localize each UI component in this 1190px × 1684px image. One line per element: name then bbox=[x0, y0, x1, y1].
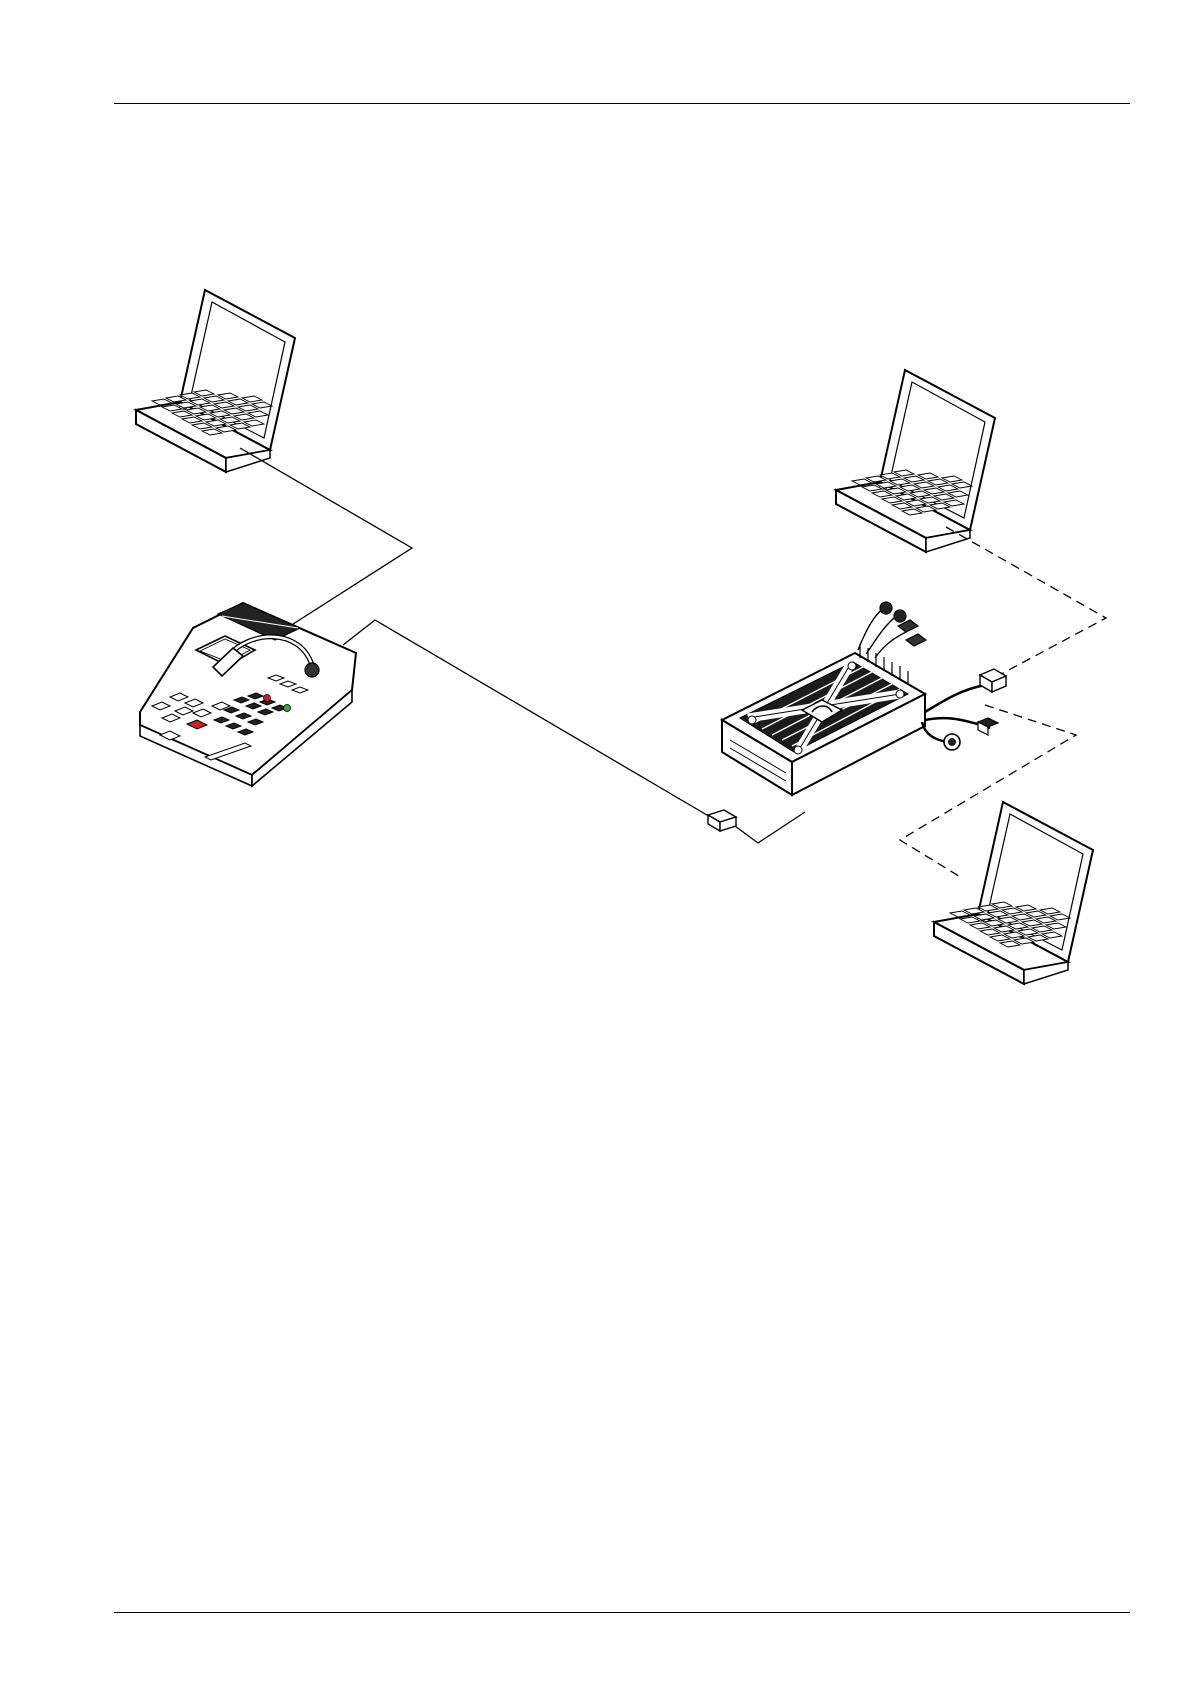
laptop-icon bbox=[934, 802, 1093, 984]
cable-laptop-to-console bbox=[240, 448, 412, 626]
desk-console-icon bbox=[140, 603, 356, 786]
cable-laptop-upper-to-radio bbox=[946, 527, 1106, 680]
laptop-icon bbox=[136, 290, 295, 472]
cable-console-to-radio bbox=[343, 620, 712, 818]
cable-adapter-to-radio bbox=[735, 812, 805, 843]
adapter-icon bbox=[708, 810, 736, 831]
connections bbox=[240, 448, 1106, 878]
laptop-icon bbox=[836, 370, 995, 552]
